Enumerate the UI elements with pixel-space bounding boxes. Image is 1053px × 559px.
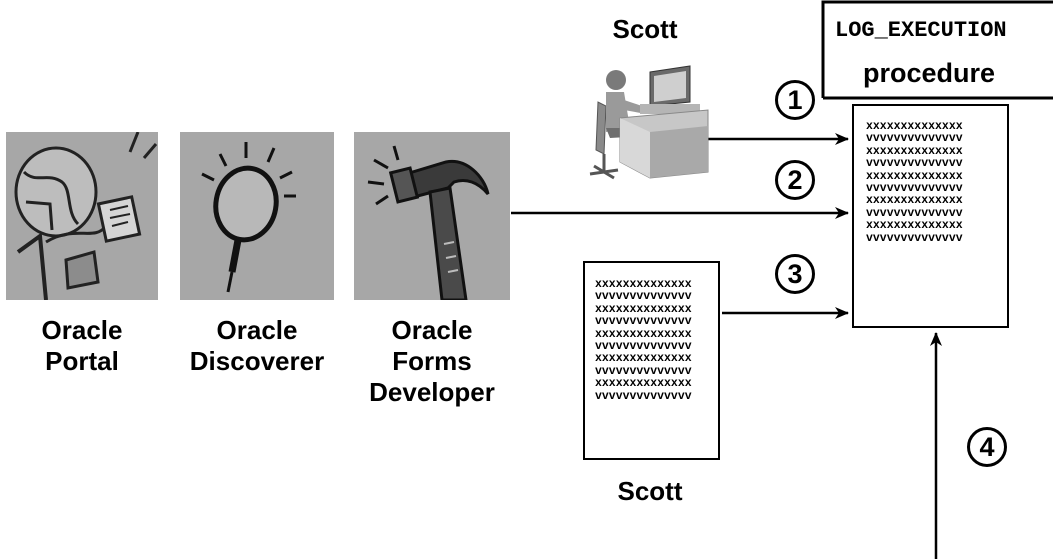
code-line: xxxxxxxxxxxxxx bbox=[595, 377, 692, 391]
code-line: xxxxxxxxxxxxxx bbox=[866, 194, 963, 208]
code-line: vvvvvvvvvvvvvv bbox=[595, 340, 692, 354]
magnifying-glass-icon bbox=[180, 132, 334, 300]
code-line: xxxxxxxxxxxxxx bbox=[595, 302, 692, 316]
code-line: vvvvvvvvvvvvvv bbox=[595, 389, 692, 403]
oracle-discoverer-label-line2: Discoverer bbox=[189, 346, 325, 376]
procedure-label: procedure bbox=[862, 58, 996, 88]
procedure-header-frame bbox=[821, 0, 1053, 98]
code-line: xxxxxxxxxxxxxx bbox=[866, 169, 963, 183]
code-line: vvvvvvvvvvvvvv bbox=[595, 290, 692, 304]
code-line: vvvvvvvvvvvvvv bbox=[866, 182, 963, 196]
oracle-portal-label-line1: Oracle bbox=[41, 315, 123, 345]
code-line: vvvvvvvvvvvvvv bbox=[866, 132, 963, 146]
oracle-forms-developer-tile bbox=[354, 132, 510, 300]
code-line: xxxxxxxxxxxxxx bbox=[595, 327, 692, 341]
step-4-marker: 4 bbox=[967, 427, 1007, 467]
step-1-marker: 1 bbox=[775, 80, 815, 120]
procedure-name: LOG_EXECUTION bbox=[835, 18, 1007, 43]
oracle-discoverer-label-line1: Oracle bbox=[216, 315, 298, 345]
scott-user-label: Scott bbox=[612, 14, 678, 44]
user-at-computer-icon bbox=[589, 65, 709, 180]
code-line: xxxxxxxxxxxxxx bbox=[595, 352, 692, 366]
oracle-forms-developer-label-line2: Forms bbox=[392, 346, 472, 376]
oracle-forms-developer-label-line3: Developer bbox=[369, 377, 495, 407]
oracle-forms-developer-label: Oracle Forms Developer bbox=[354, 315, 510, 408]
scott-script-label: Scott bbox=[617, 476, 683, 506]
globe-map-icon bbox=[6, 132, 158, 300]
step-2-marker: 2 bbox=[775, 160, 815, 200]
oracle-portal-label-line2: Portal bbox=[45, 346, 119, 376]
hammer-icon bbox=[354, 132, 510, 300]
code-line: vvvvvvvvvvvvvv bbox=[595, 364, 692, 378]
code-line: vvvvvvvvvvvvvv bbox=[866, 206, 963, 220]
oracle-discoverer-label: Oracle Discoverer bbox=[172, 315, 342, 377]
code-line: xxxxxxxxxxxxxx bbox=[866, 120, 963, 133]
oracle-forms-developer-label-line1: Oracle bbox=[391, 315, 473, 345]
code-line: vvvvvvvvvvvvvv bbox=[866, 157, 963, 171]
oracle-portal-tile bbox=[6, 132, 158, 300]
code-line: xxxxxxxxxxxxxx bbox=[595, 278, 692, 291]
code-line: vvvvvvvvvvvvvv bbox=[866, 231, 963, 245]
oracle-portal-label: Oracle Portal bbox=[6, 315, 158, 377]
code-line: xxxxxxxxxxxxxx bbox=[866, 144, 963, 158]
code-line: xxxxxxxxxxxxxx bbox=[866, 219, 963, 233]
oracle-discoverer-tile bbox=[180, 132, 334, 300]
code-line: vvvvvvvvvvvvvv bbox=[595, 315, 692, 329]
step-3-marker: 3 bbox=[775, 254, 815, 294]
